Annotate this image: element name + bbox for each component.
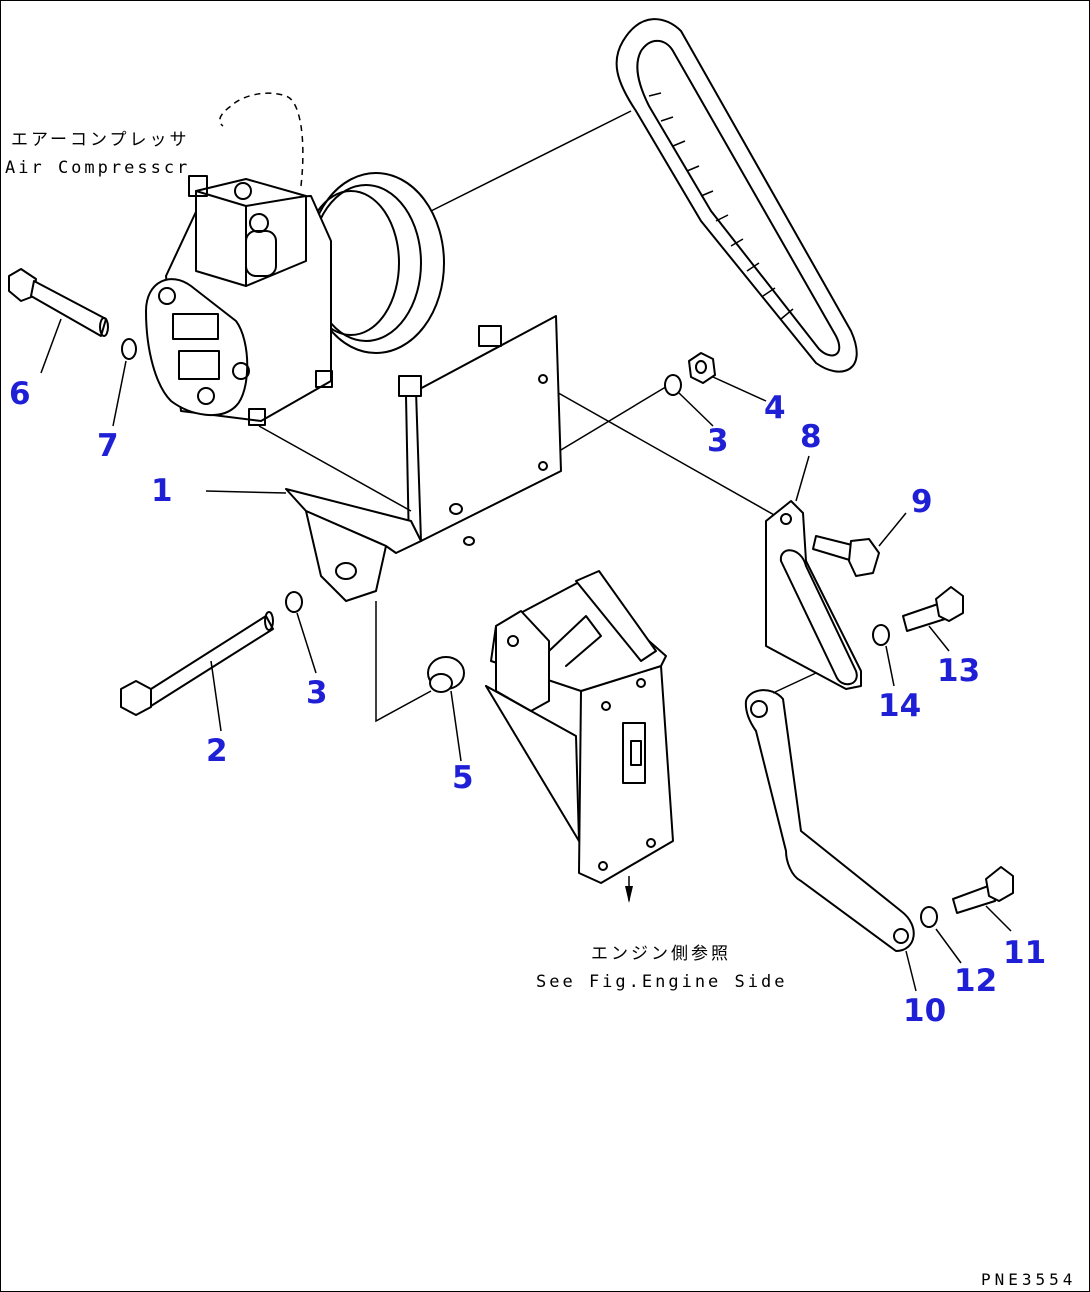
engine-side-label-en: See Fig.Engine Side: [536, 972, 787, 992]
callout-7: 7: [97, 428, 119, 464]
callout-6: 6: [9, 376, 31, 412]
bolt-13: [902, 586, 964, 632]
callout-8: 8: [800, 419, 822, 455]
figure-code: PNE3554: [981, 1270, 1076, 1289]
callout-2: 2: [206, 733, 228, 769]
bolt-11: [952, 866, 1014, 914]
callout-9: 9: [911, 484, 933, 520]
callout-4: 4: [764, 390, 786, 426]
compressor-label-en: Air Compresscr: [5, 158, 190, 178]
engine-side-label-jp: エンジン側参照: [591, 944, 731, 964]
washer-12: [920, 906, 938, 928]
callout-11: 11: [1003, 935, 1046, 971]
adjusting-plate-8: [765, 500, 862, 690]
v-belt: [615, 18, 858, 373]
callout-3-upper: 3: [707, 423, 729, 459]
callout-numbers: 1 2 3 3 4 5 6 7 8 9 10 11 12 13 14: [9, 376, 1046, 1029]
callout-3-lower: 3: [306, 675, 328, 711]
adjusting-arm-10: [744, 672, 915, 952]
bolt-9: [812, 535, 880, 577]
bolt-6: [8, 268, 109, 337]
bracket-1: [285, 315, 562, 602]
washer-14: [872, 624, 890, 646]
callout-leaders: [40, 318, 1012, 992]
air-compressor: [145, 92, 445, 426]
compressor-label-jp: エアーコンプレッサ: [11, 130, 189, 150]
washer-3-lower: [285, 591, 303, 613]
nut-4: [688, 352, 716, 384]
washer-7: [121, 338, 137, 360]
leader-lines: [205, 110, 777, 723]
washer-3-upper: [664, 374, 682, 396]
callout-14: 14: [878, 688, 921, 724]
engine-side-bracket: [485, 570, 674, 903]
callout-5: 5: [452, 760, 474, 796]
bolt-2: [120, 611, 274, 716]
callout-12: 12: [954, 963, 997, 999]
callout-1: 1: [151, 473, 173, 509]
spacer-5: [427, 656, 465, 693]
callout-13: 13: [937, 653, 980, 689]
callout-10: 10: [903, 993, 946, 1029]
